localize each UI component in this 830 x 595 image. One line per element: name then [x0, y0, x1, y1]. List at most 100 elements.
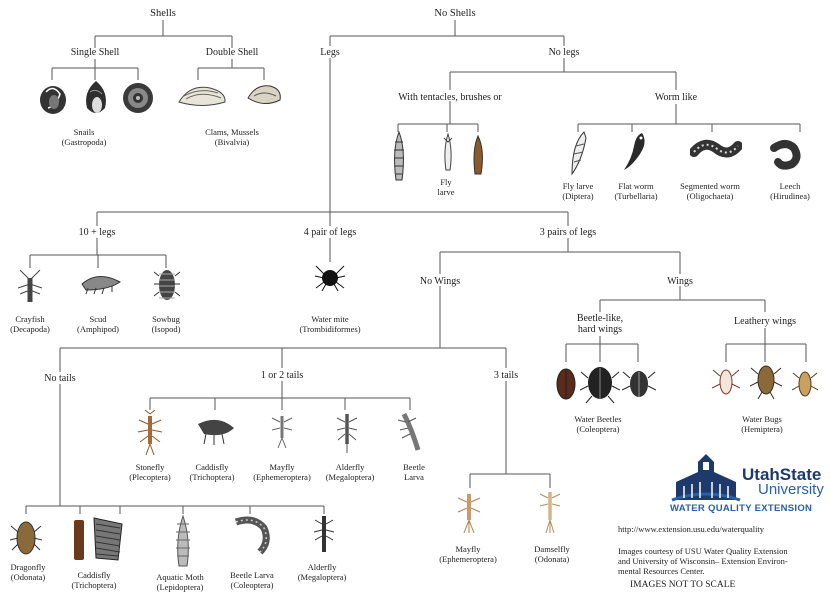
heading-worm-like: Worm like — [655, 92, 697, 103]
caption-line: (Diptera) — [562, 191, 593, 201]
heading-wings: Wings — [667, 276, 693, 287]
heading-beetle-like: Beetle-like, hard wings — [577, 313, 623, 335]
mayfly-icon — [454, 488, 484, 534]
caption-stonefly: Stonefly(Plecoptera) — [129, 462, 171, 482]
fly-larva-icon — [566, 130, 590, 178]
caption-alderfly-2: Alderfly(Megaloptera) — [298, 562, 347, 582]
caption-line: (Plecoptera) — [129, 472, 171, 482]
caption-line: Mayfly — [439, 544, 497, 554]
caption-line: (Ephemeroptera) — [439, 554, 497, 564]
caption-line: Flat worm — [614, 181, 657, 191]
snail-icon — [36, 80, 70, 116]
caption-line: (Coleoptera) — [574, 424, 621, 434]
water-mite-icon — [314, 262, 346, 292]
mayfly-icon — [268, 410, 296, 450]
snail-icon — [80, 78, 112, 118]
caption-line: Dragonfly — [11, 562, 46, 572]
caption-line: Caddisfly — [71, 570, 116, 580]
caption-line: Snails — [62, 127, 107, 137]
caddisfly-icon — [194, 414, 238, 448]
caption-line: Water mite — [299, 314, 360, 324]
scud-icon — [78, 270, 124, 296]
heading-one-two-tails: 1 or 2 tails — [261, 370, 304, 381]
caption-line: (Megaloptera) — [326, 472, 375, 482]
caption-line: Crayfish — [10, 314, 50, 324]
caption-flat-worm: Flat worm(Turbellaria) — [614, 181, 657, 201]
caption-line: (Oligochaeta) — [680, 191, 740, 201]
caption-line: (Decapoda) — [10, 324, 50, 334]
credit-line: and University of Wisconsin– Extension E… — [618, 556, 788, 566]
caption-crayfish: Crayfish(Decapoda) — [10, 314, 50, 334]
water-beetle-icon — [580, 360, 620, 404]
heading-double-shell: Double Shell — [206, 47, 259, 58]
credit-line: mental Resources Center. — [618, 566, 788, 576]
clam-icon — [244, 80, 284, 110]
caption-line: larve — [438, 187, 455, 197]
caption-line: Beetle — [403, 462, 425, 472]
caption-line: Mayfly — [253, 462, 311, 472]
caption-water-beetles: Water Beetles(Coleoptera) — [574, 414, 621, 434]
caption-water-bugs: Water Bugs(Hemiptera) — [741, 414, 783, 434]
crayfish-icon — [14, 268, 46, 304]
heading-ten-legs: 10 + legs — [79, 227, 116, 238]
caption-fly-larve-worm: Fly larve(Diptera) — [562, 181, 593, 201]
fly-larva-icon — [470, 134, 486, 178]
logo-tagline: WATER QUALITY EXTENSION — [670, 503, 812, 514]
caption-caddisfly-1: Caddisfly(Trichoptera) — [189, 462, 234, 482]
caption-line: Aquatic Moth — [156, 572, 203, 582]
caption-line: Clams, Mussels — [205, 127, 259, 137]
caption-line: (Megaloptera) — [298, 572, 347, 582]
caption-line: (Lepidoptera) — [156, 582, 203, 592]
aquatic-moth-icon — [172, 514, 194, 568]
caption-line: Leech — [770, 181, 810, 191]
alderfly-icon — [334, 410, 360, 454]
caption-line: Damselfly — [534, 544, 569, 554]
heading-no-tails: No tails — [44, 373, 75, 384]
leech-icon — [768, 138, 802, 172]
image-credit: Images courtesy of USU Water Quality Ext… — [618, 546, 788, 576]
caption-line: (Odonata) — [534, 554, 569, 564]
caption-line: (Trichoptera) — [189, 472, 234, 482]
credit-line: Images courtesy of USU Water Quality Ext… — [618, 546, 788, 556]
caption-line: Stonefly — [129, 462, 171, 472]
caption-line: Alderfly — [326, 462, 375, 472]
heading-no-shells: No Shells — [434, 8, 475, 19]
caption-clams: Clams, Mussels(Bivalvia) — [205, 127, 259, 147]
heading-four-pair: 4 pair of legs — [304, 227, 357, 238]
beetle-larva-icon — [396, 410, 424, 454]
caption-line: (Odonata) — [11, 572, 46, 582]
caption-line: (Coleoptera) — [230, 580, 274, 590]
heading-three-pairs: 3 pairs of legs — [540, 227, 596, 238]
caption-segmented-worm: Segmented worm(Oligochaeta) — [680, 181, 740, 201]
caption-line: (Bivalvia) — [205, 137, 259, 147]
caption-line: (Trichoptera) — [71, 580, 116, 590]
caption-line: (Isopod) — [152, 324, 181, 334]
caption-line: Sowbug — [152, 314, 181, 324]
caption-alderfly-1: Alderfly(Megaloptera) — [326, 462, 375, 482]
scale-note: IMAGES NOT TO SCALE — [630, 580, 735, 590]
caption-water-mite: Water mite(Trombidiformes) — [299, 314, 360, 334]
alderfly-icon — [312, 512, 336, 558]
beetle-like-line2: hard wings — [577, 324, 623, 335]
fly-larva-icon — [390, 130, 408, 184]
caption-line: (Trombidiformes) — [299, 324, 360, 334]
flat-worm-icon — [620, 130, 650, 174]
caption-line: Fly — [438, 177, 455, 187]
usu-logo: UtahState University WATER QUALITY EXTEN… — [668, 452, 830, 522]
caption-line: Water Bugs — [741, 414, 783, 424]
stonefly-icon — [136, 410, 164, 456]
old-main-building-icon — [670, 452, 742, 502]
caption-aquatic-moth: Aquatic Moth(Lepidoptera) — [156, 572, 203, 592]
segmented-worm-icon — [690, 136, 742, 166]
caddisfly-case-icon — [70, 514, 130, 564]
heading-leathery-wings: Leathery wings — [734, 316, 796, 327]
heading-no-legs: No legs — [549, 47, 580, 58]
fly-larva-icon — [440, 132, 456, 174]
caption-scud: Scud(Amphipod) — [77, 314, 119, 334]
caption-caddisfly-2: Caddisfly(Trichoptera) — [71, 570, 116, 590]
heading-single-shell: Single Shell — [71, 47, 120, 58]
caption-line: (Hirudinea) — [770, 191, 810, 201]
caption-line: (Ephemeroptera) — [253, 472, 311, 482]
